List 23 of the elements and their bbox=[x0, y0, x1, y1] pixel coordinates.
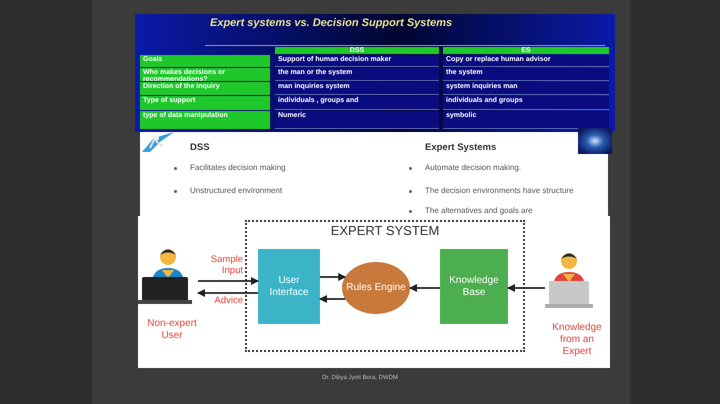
bullet-text: The alternatives and goals are bbox=[425, 206, 534, 216]
person-caption: Knowledge from an Expert bbox=[551, 321, 603, 359]
node-label: User Interface bbox=[268, 274, 310, 300]
arrow bbox=[319, 295, 346, 303]
arrow bbox=[507, 284, 545, 292]
process-box bbox=[440, 249, 508, 324]
system-boundary bbox=[245, 220, 525, 352]
slide-title: Expert systems vs. Decision Support Systems bbox=[210, 17, 454, 31]
arrow bbox=[198, 277, 259, 285]
arrow bbox=[197, 289, 258, 297]
person-caption: Non-expert User bbox=[146, 317, 198, 343]
node-label: Knowledge Base bbox=[448, 274, 500, 300]
column-heading: Expert Systems bbox=[425, 143, 498, 153]
bullet-text: Unstructured environment bbox=[190, 186, 284, 196]
boundary-title: EXPERT SYSTEM bbox=[330, 222, 440, 240]
process-box bbox=[258, 249, 320, 324]
arrow bbox=[409, 284, 440, 292]
node-label: Rules Engine bbox=[345, 281, 407, 295]
arrow bbox=[320, 273, 346, 281]
bullet-text: Automate decision making. bbox=[425, 163, 522, 173]
column-heading: DSS bbox=[190, 143, 211, 153]
bullet-text: Facilitates decision making bbox=[190, 163, 287, 173]
bullet-text: The decision environments have structure bbox=[425, 186, 575, 196]
